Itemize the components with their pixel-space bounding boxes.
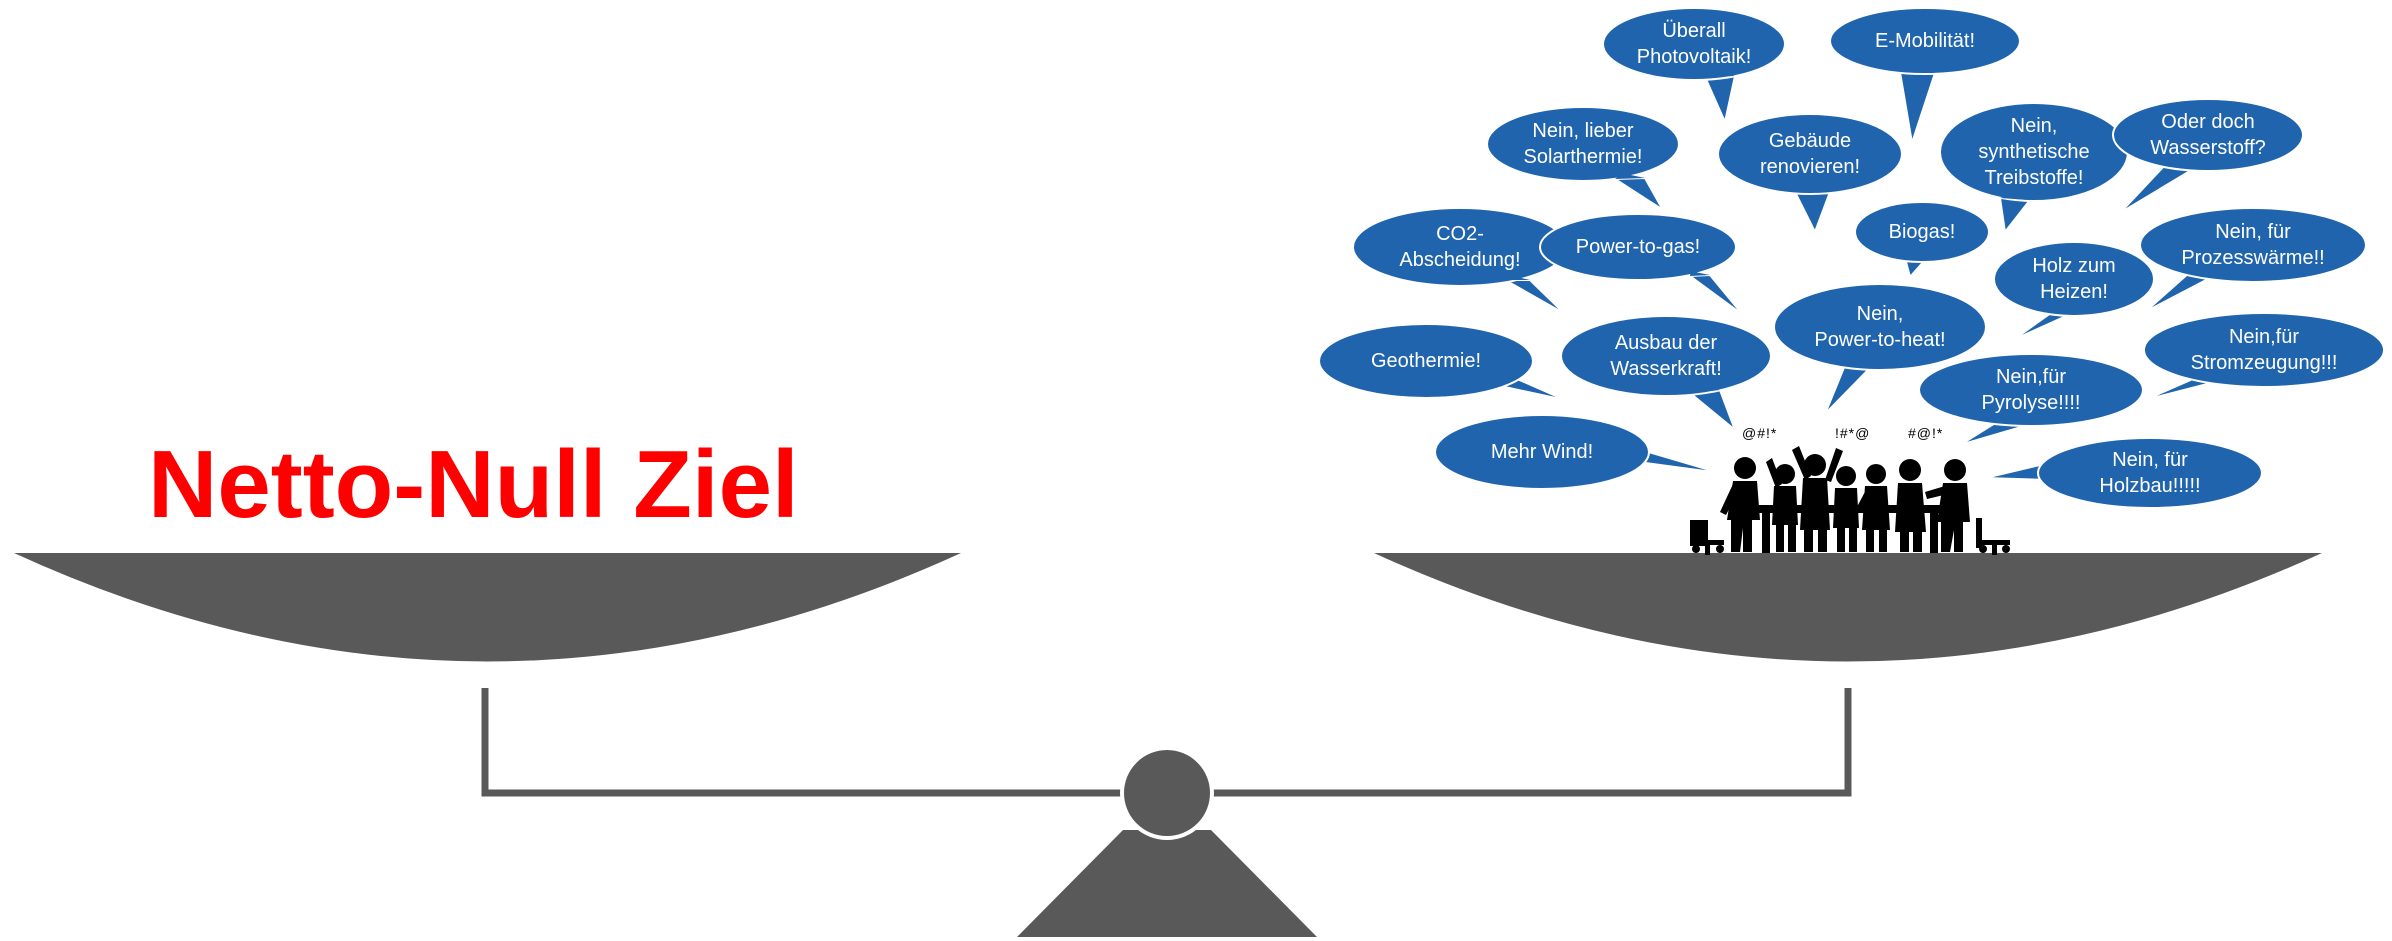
speech-bubble-photovoltaik xyxy=(1602,7,1786,126)
speech-bubble-power-to-heat xyxy=(1773,283,1987,415)
speech-bubble-seam xyxy=(1690,271,1710,276)
curse-symbol-1: @#!* xyxy=(1742,425,1778,441)
person-5-icon xyxy=(1858,464,1890,552)
speech-bubble-seam xyxy=(2055,306,2075,312)
chair-right-icon xyxy=(1976,518,2010,555)
speech-bubble-body xyxy=(1318,323,1534,399)
speech-bubble-label-e-mobilitaet: E-Mobilität! xyxy=(1874,30,1976,52)
speech-bubble-seam xyxy=(2000,191,2030,200)
speech-bubble-pyrolyse xyxy=(1918,353,2144,446)
speech-bubble-holzbau xyxy=(1984,437,2263,509)
speech-bubble-tail xyxy=(1687,273,1744,316)
speech-bubble-e-mobilitaet xyxy=(1829,7,2021,144)
speech-bubble-tail xyxy=(1611,176,1664,211)
speech-bubble-tail xyxy=(1998,196,2032,235)
speech-bubble-seam xyxy=(1845,360,1870,368)
speech-bubble-seam xyxy=(2195,375,2215,382)
speech-bubble-label-biogas: Biogas! xyxy=(1888,221,1956,243)
speech-bubble-label-wasserstoff: Oder doch Wasserstoff? xyxy=(2150,111,2266,159)
person-1-icon xyxy=(1720,457,1760,552)
right-scale-pan xyxy=(1374,553,2322,662)
speech-bubble-label-power-to-heat: Nein, Power-to-heat! xyxy=(1814,303,1946,351)
speech-bubble-body xyxy=(1854,201,1990,263)
fulcrum-pivot xyxy=(1120,746,1214,840)
speech-bubble-label-holzbau: Nein, für Holzbau!!!!! xyxy=(2099,449,2201,497)
arguing-people-icon xyxy=(1690,446,2010,555)
speech-bubble-seam xyxy=(1690,386,1720,393)
speech-bubbles xyxy=(1318,7,2385,509)
speech-bubble-label-prozesswaerme: Nein, für Prozesswärme!! xyxy=(2181,221,2325,269)
speech-bubble-label-wasserkraft: Ausbau der Wasserkraft! xyxy=(1610,332,1722,380)
speech-bubble-seam xyxy=(1615,173,1645,179)
speech-bubble-label-photovoltaik: Überall Photovoltaik! xyxy=(1636,20,1752,68)
speech-bubble-holz-heizen xyxy=(1993,241,2155,341)
speech-bubble-label-gebaeude: Gebäude renovieren! xyxy=(1759,130,1861,178)
speech-bubble-body xyxy=(1539,213,1737,281)
person-6-icon xyxy=(1895,459,1926,552)
curse-symbol-2: !#*@ xyxy=(1835,425,1871,441)
speech-bubble-body xyxy=(2143,312,2385,388)
speech-bubble-geothermie xyxy=(1318,323,1566,401)
speech-bubble-tail xyxy=(2119,163,2199,214)
speech-bubble-power-to-gas xyxy=(1539,213,1744,316)
chair-left-icon xyxy=(1690,520,1724,555)
speech-bubble-tail xyxy=(1687,388,1738,434)
speech-bubble-tail xyxy=(1793,191,1832,235)
speech-bubble-seam xyxy=(2000,416,2035,423)
person-4-icon xyxy=(1833,466,1859,552)
speech-bubble-seam xyxy=(1795,186,1830,192)
speech-bubble-seam xyxy=(1705,71,1735,77)
speech-bubble-seam xyxy=(2165,161,2195,168)
speech-bubble-seam xyxy=(1622,448,1638,462)
speech-bubble-label-power-to-gas: Power-to-gas! xyxy=(1575,236,1701,258)
speech-bubble-body xyxy=(2112,98,2304,172)
speech-bubble-label-geothermie: Geothermie! xyxy=(1370,350,1482,372)
speech-bubble-stromzeugung xyxy=(2143,312,2385,401)
speech-bubble-body xyxy=(1918,353,2144,427)
speech-bubble-label-stromzeugung: Nein,für Stromzeugung!!! xyxy=(2190,326,2338,374)
speech-bubble-label-pyrolyse: Nein,für Pyrolyse!!!! xyxy=(1981,366,2081,414)
person-2-icon xyxy=(1766,458,1798,552)
person-3-icon xyxy=(1792,446,1843,552)
speech-bubble-seam xyxy=(1905,254,1925,260)
speech-bubble-seam xyxy=(2048,463,2065,480)
left-scale-pan xyxy=(14,553,961,662)
speech-bubble-gebaeude xyxy=(1717,113,1903,235)
speech-bubble-wasserkraft xyxy=(1560,315,1772,434)
netto-null-ziel-title: Netto-Null Ziel xyxy=(148,431,799,538)
speech-bubble-seam xyxy=(1900,67,1935,73)
fulcrum-base xyxy=(1017,830,1317,937)
speech-bubble-body xyxy=(2037,437,2263,509)
speech-bubble-wasserstoff xyxy=(2112,98,2304,214)
person-7-icon xyxy=(1925,459,1970,552)
speech-bubble-label-holz-heizen: Holz zum Heizen! xyxy=(2032,255,2116,303)
speech-bubble-body xyxy=(1993,241,2155,317)
speech-bubble-body xyxy=(2139,207,2367,283)
speech-bubble-seam xyxy=(1505,275,1530,280)
speech-bubble-body xyxy=(1560,315,1772,397)
speech-bubble-body xyxy=(1486,106,1680,182)
speech-bubble-body xyxy=(1602,7,1786,81)
speech-bubble-body xyxy=(1434,414,1650,490)
speech-bubble-solarthermie xyxy=(1486,106,1680,211)
speech-bubble-label-solarthermie: Nein, lieber Solarthermie! xyxy=(1523,120,1643,168)
speech-bubble-biogas xyxy=(1854,201,1990,280)
speech-bubble-seam xyxy=(1495,378,1515,386)
curse-symbol-3: #@!* xyxy=(1908,425,1944,441)
speech-bubble-body xyxy=(1717,113,1903,195)
speech-bubble-label-mehr-wind: Mehr Wind! xyxy=(1490,441,1594,463)
speech-bubble-body xyxy=(1829,7,2021,75)
speech-bubble-tail xyxy=(1898,70,1937,144)
speech-bubble-body xyxy=(1773,283,1987,371)
speech-bubble-prozesswaerme xyxy=(2139,207,2367,313)
speech-bubble-mehr-wind xyxy=(1434,414,1721,490)
speech-bubble-co2-abscheidung xyxy=(1352,207,1568,315)
speech-bubble-tail xyxy=(1824,363,1873,415)
speech-bubble-label-co2-abscheidung: CO2- Abscheidung! xyxy=(1399,223,1521,271)
speech-bubble-label-synthetische-treibstoffe: Nein, synthetische Treibstoffe! xyxy=(1978,115,2090,189)
speech-bubble-seam xyxy=(2190,270,2210,278)
